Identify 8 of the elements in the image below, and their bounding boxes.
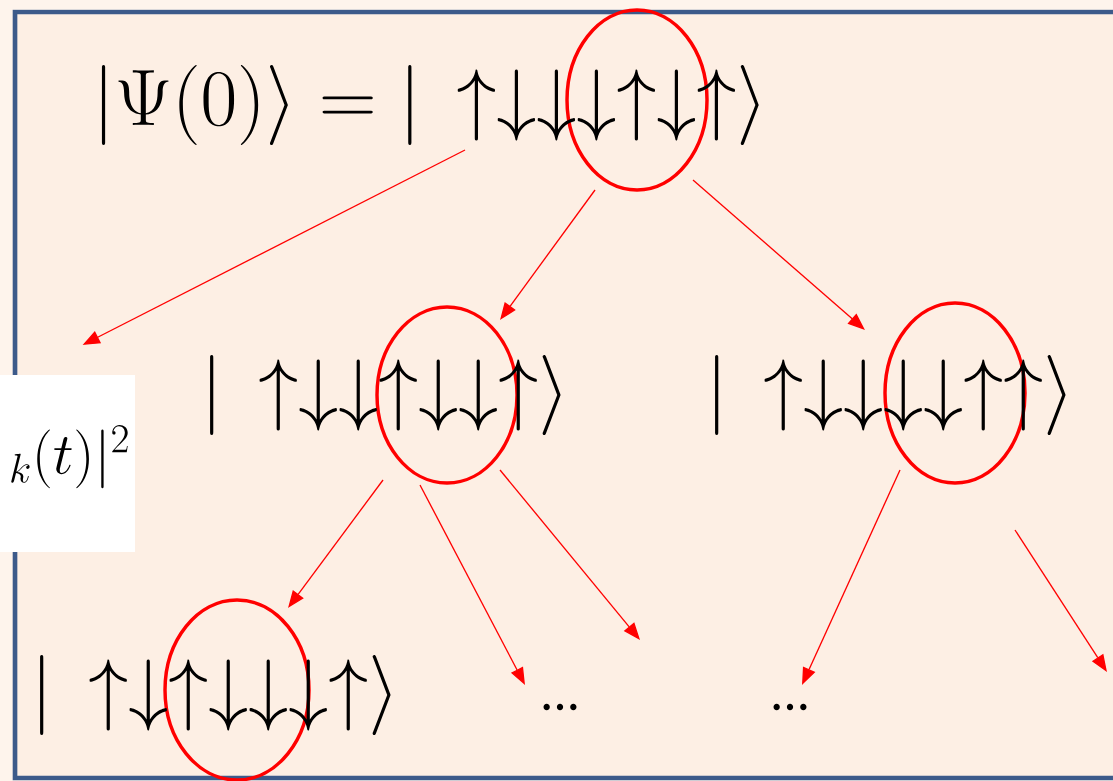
arrow: [499, 469, 640, 640]
formula-card: ${}_{k}(t)|^{2}$: [0, 375, 135, 552]
arrow: [288, 479, 384, 608]
ellipsis-text: ...: [543, 703, 577, 711]
ellipsis-text: ...: [773, 703, 807, 711]
arrow: [1014, 529, 1107, 672]
arrow: [692, 179, 865, 330]
arrow: [500, 189, 596, 320]
